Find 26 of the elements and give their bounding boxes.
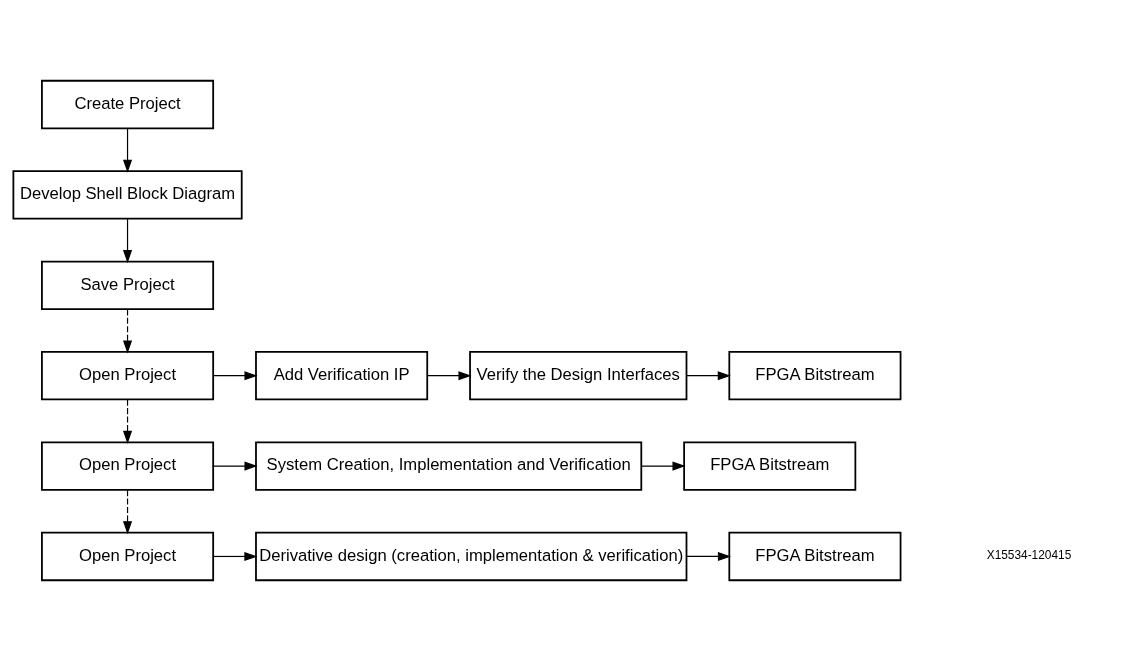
label: X15534-120415: [986, 548, 1072, 563]
node-box: Open Project: [41, 351, 215, 401]
arrow: [640, 461, 686, 471]
arrow: [212, 461, 258, 471]
node-box: Derivative design (creation, implementation & verification): [255, 531, 688, 582]
arrow: [122, 489, 133, 535]
arrow: [685, 371, 731, 381]
arrow: [686, 551, 731, 562]
node-box: FPGA Bitstream: [728, 531, 902, 582]
node-box: Verify the Design Interfaces: [469, 351, 688, 401]
node-box: Save Project: [41, 260, 215, 310]
node-box: Create Project: [41, 79, 215, 130]
node-box: Add Verification IP: [255, 351, 429, 401]
node-box: System Creation, Implementation and Verification: [255, 441, 643, 491]
arrow: [212, 371, 258, 381]
node-box: FPGA Bitstream: [728, 351, 902, 401]
arrow: [122, 399, 133, 444]
node-box: FPGA Bitstream: [683, 441, 857, 491]
arrow: [122, 308, 133, 354]
node-box: Develop Shell Block Diagram: [12, 170, 243, 220]
node-box: Open Project: [41, 531, 215, 582]
arrow: [122, 218, 133, 264]
arrow: [426, 371, 472, 381]
arrow: [122, 128, 133, 173]
node-box: Open Project: [41, 441, 215, 491]
arrow: [212, 551, 258, 562]
